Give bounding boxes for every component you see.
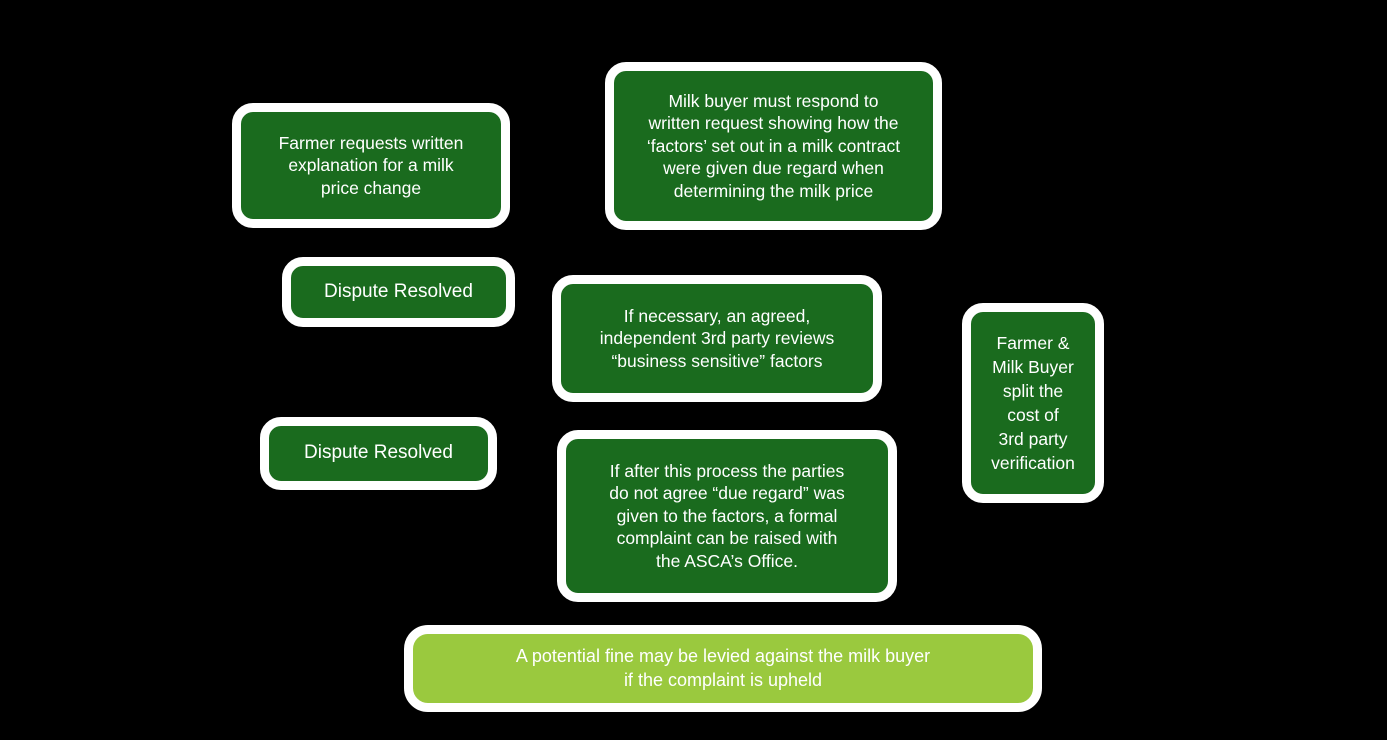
node-buyer-respond: Milk buyer must respond to written reque… [605,62,942,230]
node-formal-complaint: If after this process the parties do not… [557,430,897,602]
node-potential-fine: A potential fine may be levied against t… [404,625,1042,712]
node-dispute-resolved-1: Dispute Resolved [282,257,515,327]
node-split-cost: Farmer & Milk Buyer split the cost of 3r… [962,303,1104,503]
node-third-party-review: If necessary, an agreed, independent 3rd… [552,275,882,402]
node-dispute-resolved-2: Dispute Resolved [260,417,497,490]
node-farmer-request: Farmer requests written explanation for … [232,103,510,228]
